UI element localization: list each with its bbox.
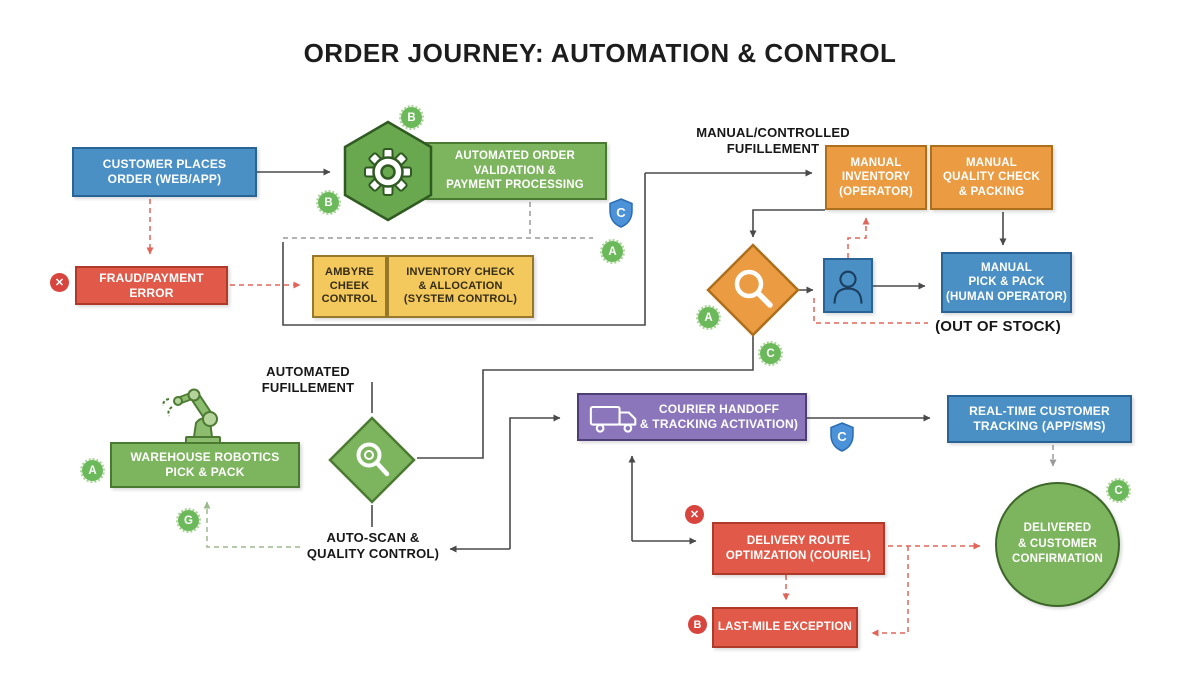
robot-arm-icon — [162, 388, 221, 444]
node-courier-handoff: COURIER HANDOFF & TRACKING ACTIVATION) — [577, 393, 807, 441]
section-label-manual-fulfillment: MANUAL/CONTROLLED FUFILLEMENT — [696, 125, 850, 157]
badge-x-delivery: ✕ — [685, 505, 704, 524]
badge-x-fraud: ✕ — [50, 273, 69, 292]
validation-hexagon — [343, 120, 433, 222]
badge-c-decision: C — [758, 341, 783, 366]
node-manual-inventory: MANUAL INVENTORY (OPERATOR) — [825, 145, 927, 210]
shield-icon-validation: C — [609, 198, 633, 228]
node-manual-pick-pack: MANUAL PICK & PACK (HUMAN OPERATOR) — [941, 252, 1072, 313]
label-out-of-stock: (OUT OF STOCK) — [935, 318, 1061, 335]
arrow-to-courier-left — [509, 414, 561, 549]
badge-a-validation: A — [600, 239, 625, 264]
node-manual-quality-check: MANUAL QUALITY CHECK & PACKING — [930, 145, 1053, 210]
node-delivered-confirmation: DELIVERED & CUSTOMER CONFIRMATION — [995, 482, 1120, 607]
page-title: ORDER JOURNEY: AUTOMATION & CONTROL — [303, 38, 897, 68]
badge-a-warehouse: A — [80, 458, 105, 483]
badge-a-decision: A — [696, 305, 721, 330]
node-ambyre-check-control: AMBYRE CHEEK CONTROL — [312, 255, 387, 318]
magnifier-icon — [734, 269, 773, 308]
arrow-inventory-to-decision — [749, 209, 825, 238]
border-system-control — [282, 173, 646, 326]
node-last-mile-exception: LAST-MILE EXCEPTION — [712, 607, 858, 648]
badge-g-warehouse: G — [176, 508, 201, 533]
dashed-branch-to-lastmile — [871, 546, 909, 637]
node-warehouse-robotics: WAREHOUSE ROBOTICS PICK & PACK — [110, 442, 300, 488]
svg-text:C: C — [837, 429, 847, 444]
dashed-autoscan-to-warehouse — [203, 501, 300, 548]
svg-text:C: C — [616, 205, 626, 220]
badge-b-hexagon-bottom: B — [316, 190, 341, 215]
magnifier-scan-icon — [356, 442, 390, 477]
badge-c-delivered: C — [1106, 478, 1131, 503]
section-label-automated-fulfillment: AUTOMATED FUFILLEMENT — [261, 364, 355, 396]
person-icon — [833, 270, 863, 304]
node-delivery-route: DELIVERY ROUTE OPTIMZATION (COURIEL) — [712, 522, 885, 575]
node-inventory-check-allocation: INVENTORY CHECK & ALLOCATION (SYSTEM CON… — [387, 255, 534, 318]
courier-handoff-label: COURIER HANDOFF & TRACKING ACTIVATION) — [639, 402, 799, 431]
node-automated-validation: AUTOMATED ORDER VALIDATION & PAYMENT PRO… — [423, 142, 607, 200]
truck-icon — [589, 405, 637, 433]
shield-icon-courier: C — [830, 422, 854, 452]
node-human-operator — [823, 258, 873, 313]
badge-b-hexagon-top: B — [399, 105, 424, 130]
badge-b-last-mile: B — [688, 615, 707, 634]
node-customer-order: CUSTOMER PLACES ORDER (WEB/APP) — [72, 147, 257, 197]
line-decision-to-autoscan-diamond — [417, 331, 754, 459]
dashed-operator-outofstock — [813, 298, 928, 324]
autoscan-decision-diamond — [328, 416, 416, 504]
gear-icon — [364, 148, 412, 196]
node-fraud-payment-error: FRAUD/PAYMENT ERROR — [75, 266, 228, 305]
node-realtime-tracking: REAL-TIME CUSTOMER TRACKING (APP/SMS) — [947, 395, 1132, 443]
manual-decision-diamond — [706, 243, 800, 337]
dashed-operator-to-inventory — [847, 217, 870, 258]
label-auto-scan-quality-control: AUTO-SCAN & QUALITY CONTROL) — [306, 530, 440, 562]
